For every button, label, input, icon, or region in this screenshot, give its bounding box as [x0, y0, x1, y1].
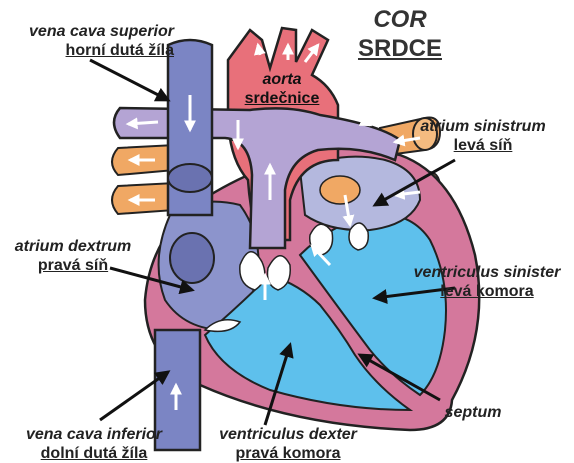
label-vena-cava-inferior: vena cava inferior dolní dutá žíla [4, 425, 184, 463]
pointer-vena-cava-superior [90, 60, 168, 100]
label-septum: septum [428, 403, 518, 422]
label-ventriculus-sinister: ventriculus sinister levá komora [402, 263, 572, 301]
diagram-title: COR SRDCE [340, 6, 460, 64]
pulmonary-vein-opening [320, 176, 360, 204]
svc-opening [168, 164, 212, 192]
label-atrium-sinistrum: atrium sinistrum levá síň [408, 117, 558, 155]
title-czech: SRDCE [340, 34, 460, 64]
coronary-sinus-opening [170, 233, 214, 283]
label-ventriculus-dexter: ventriculus dexter pravá komora [208, 425, 368, 463]
label-aorta: aorta srdečnice [232, 70, 332, 108]
title-latin: COR [340, 6, 460, 34]
label-vena-cava-superior: vena cava superior horní dutá žíla [4, 22, 174, 60]
pulmonary-veins-left [112, 145, 175, 214]
label-atrium-dextrum: atrium dextrum pravá síň [8, 237, 138, 275]
